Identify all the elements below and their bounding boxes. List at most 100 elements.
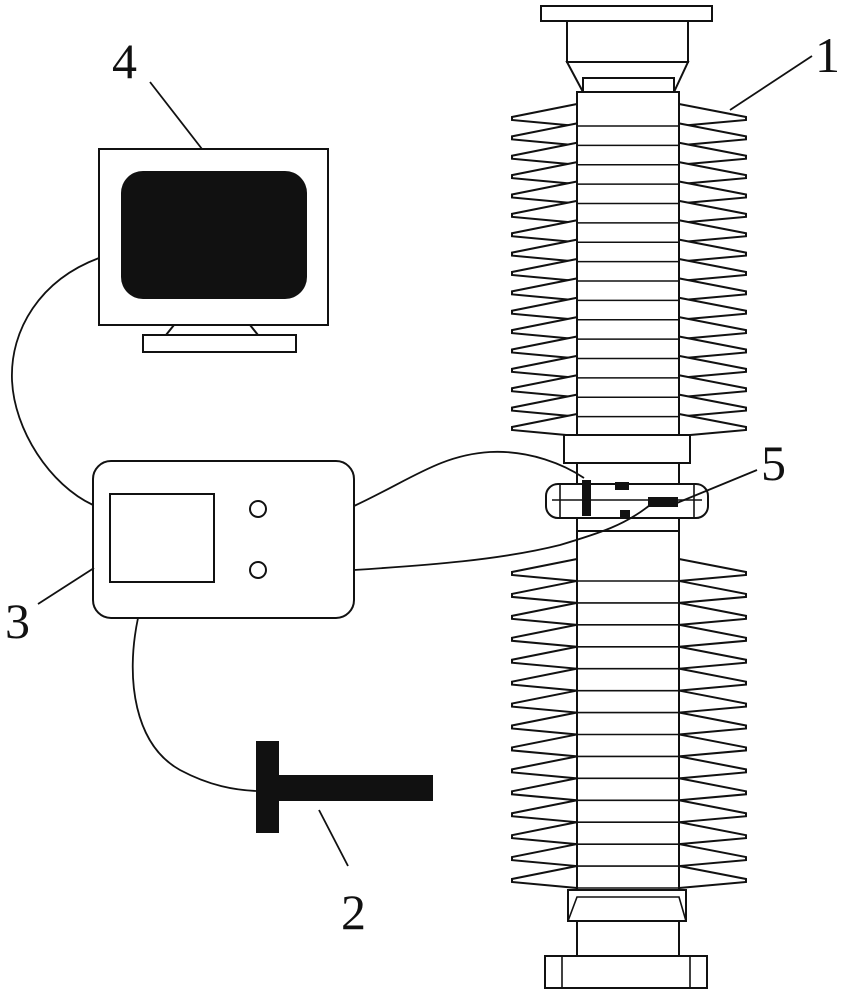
analyzer-device <box>92 460 355 619</box>
lower-shed-left-7 <box>511 689 578 714</box>
upper-shed-right-3 <box>678 141 747 166</box>
lower-shed-right-14 <box>678 842 747 868</box>
upper-shed-left-9 <box>511 257 578 283</box>
wire-monitor-to-analyzer <box>11 257 100 506</box>
upper-shed-left-14 <box>511 354 578 379</box>
sensor-block-1 <box>582 480 591 516</box>
upper-shed-left-7 <box>511 219 578 244</box>
lower-shed-left-12 <box>511 798 578 824</box>
leader-2 <box>318 809 349 867</box>
callout-3: 3 <box>5 593 30 649</box>
monitor-screen <box>121 171 307 299</box>
hammer-head <box>256 741 279 833</box>
upper-shed-left-12 <box>511 315 578 341</box>
insulator-bottom-flange-detail <box>567 896 687 922</box>
upper-shed-left-6 <box>511 199 578 224</box>
callout-5: 5 <box>761 435 786 491</box>
upper-shed-right-7 <box>678 219 747 244</box>
lower-shed-left-3 <box>511 601 578 626</box>
lower-shed-left-1 <box>511 557 578 583</box>
upper-shed-right-6 <box>678 199 747 224</box>
upper-shed-right-16 <box>678 393 747 418</box>
lower-shed-left-8 <box>511 711 578 736</box>
lower-shed-right-6 <box>678 667 747 692</box>
insulator-base <box>544 955 708 989</box>
monitor-stand-neck <box>163 324 261 336</box>
lower-shed-right-9 <box>678 733 747 758</box>
lower-shed-left-9 <box>511 733 578 758</box>
lower-shed-right-4 <box>678 623 747 648</box>
lower-shed-right-1 <box>678 557 747 583</box>
lower-shed-right-11 <box>678 777 747 802</box>
lower-shed-left-11 <box>511 777 578 802</box>
lower-shed-left-14 <box>511 842 578 868</box>
upper-shed-left-13 <box>511 335 578 360</box>
upper-shed-right-13 <box>678 335 747 360</box>
computer-monitor <box>98 148 329 353</box>
insulator-top-cap <box>540 5 713 22</box>
upper-shed-right-12 <box>678 315 747 341</box>
analyzer-knob-lower <box>249 561 267 579</box>
lower-shed-left-4 <box>511 623 578 648</box>
lower-shed-right-2 <box>678 579 747 605</box>
lower-shed-left-6 <box>511 667 578 692</box>
sensor-block-4 <box>620 510 630 518</box>
insulator-bottom-flange <box>567 889 687 922</box>
upper-shed-right-4 <box>678 160 747 186</box>
insulator-upper-sheds <box>511 102 747 438</box>
lower-shed-left-5 <box>511 645 578 670</box>
upper-shed-right-15 <box>678 374 747 399</box>
lower-shed-right-5 <box>678 645 747 670</box>
hammer-handle <box>279 775 433 801</box>
lower-shed-left-2 <box>511 579 578 605</box>
upper-shed-left-11 <box>511 296 578 321</box>
lower-shed-right-10 <box>678 755 747 780</box>
insulator-bottom-stem <box>576 920 680 957</box>
lower-shed-right-3 <box>678 601 747 626</box>
upper-shed-left-16 <box>511 393 578 418</box>
upper-shed-left-3 <box>511 141 578 166</box>
insulator-lower-sheds <box>511 557 747 890</box>
callout-4: 4 <box>112 33 137 89</box>
upper-shed-left-15 <box>511 374 578 399</box>
upper-shed-left-10 <box>511 277 578 302</box>
leader-5 <box>671 469 758 506</box>
upper-shed-left-5 <box>511 180 578 205</box>
upper-shed-left-4 <box>511 160 578 186</box>
lower-shed-right-12 <box>678 799 747 824</box>
leader-3 <box>37 567 95 605</box>
wire-analyzer-to-sensor-upper <box>353 450 585 507</box>
callout-1: 1 <box>815 27 840 83</box>
lower-shed-right-13 <box>678 820 747 846</box>
analyzer-knob-upper <box>249 500 267 518</box>
leader-1 <box>729 55 813 111</box>
insulator-upper-core <box>576 91 680 436</box>
upper-shed-left-2 <box>511 122 578 147</box>
wire-analyzer-to-hammer <box>131 617 257 792</box>
insulator-top-flange <box>566 20 689 63</box>
lower-shed-right-7 <box>678 689 747 714</box>
impact-hammer <box>256 741 433 833</box>
monitor-stand-base <box>142 334 297 353</box>
lower-shed-left-15 <box>511 864 578 890</box>
analyzer-display <box>109 493 215 583</box>
wire-analyzer-to-sensor-lower <box>353 504 651 571</box>
callout-2: 2 <box>341 884 366 940</box>
leader-4 <box>149 81 203 150</box>
upper-shed-left-1 <box>511 102 578 128</box>
upper-shed-left-17 <box>511 412 578 438</box>
upper-shed-right-17 <box>678 412 747 438</box>
upper-shed-right-10 <box>678 277 747 302</box>
upper-shed-right-1 <box>678 102 747 128</box>
lower-shed-right-8 <box>678 711 747 736</box>
upper-shed-right-11 <box>678 296 747 321</box>
lower-shed-left-10 <box>511 755 578 780</box>
upper-shed-right-8 <box>678 238 747 263</box>
insulator-top-ring <box>582 77 675 93</box>
sensor-block-2 <box>615 482 629 490</box>
upper-shed-right-14 <box>678 354 747 379</box>
upper-shed-right-2 <box>678 122 747 147</box>
insulator-lower-core <box>576 530 680 891</box>
sensor-clamp <box>545 480 709 519</box>
